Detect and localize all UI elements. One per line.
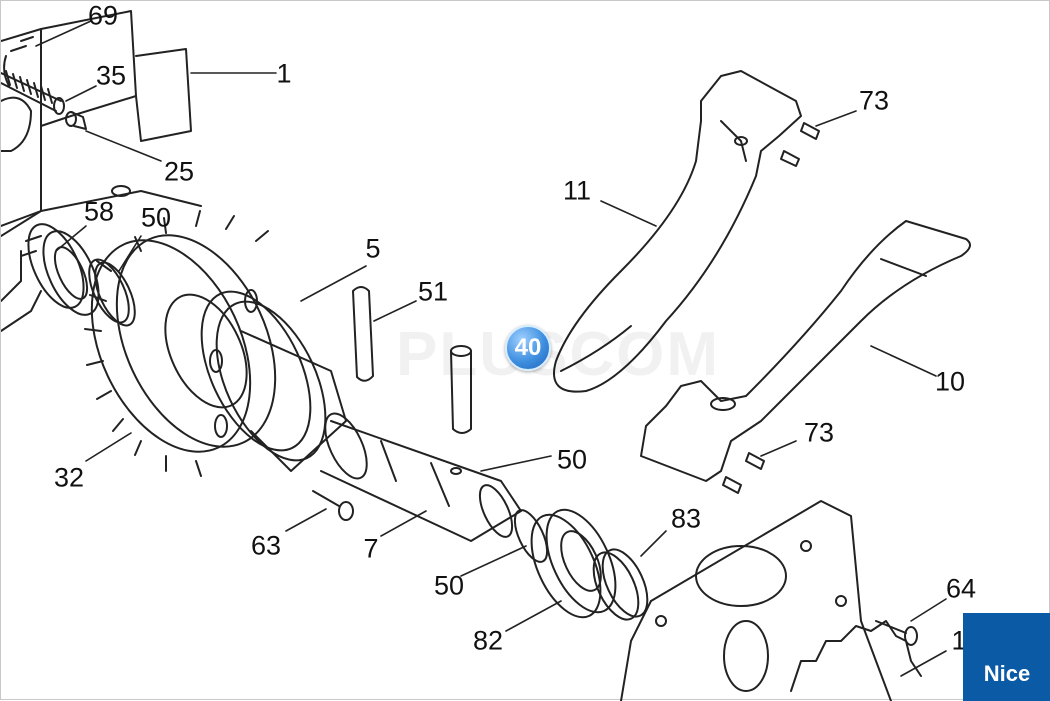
- callout-11: 11: [562, 175, 592, 206]
- key-51: [352, 286, 374, 382]
- callout-50-center: 50: [556, 444, 588, 475]
- callout-25: 25: [163, 156, 195, 187]
- callout-1: 1: [276, 58, 292, 89]
- callout-58: 58: [83, 196, 115, 227]
- circlip-50-center: [478, 484, 549, 563]
- screws-73: [722, 122, 820, 494]
- motor-housing: [1, 10, 202, 332]
- coupling: [200, 289, 347, 472]
- pin-40: [450, 345, 472, 434]
- ring-83: [592, 548, 649, 621]
- bearing-82: [530, 508, 617, 619]
- screw-64: [875, 620, 918, 646]
- callout-64: 64: [945, 573, 977, 604]
- callout-50-top: 50: [140, 202, 172, 233]
- callout-73-top: 73: [858, 85, 890, 116]
- shaft-7: [320, 412, 522, 542]
- callout-73-bottom: 73: [803, 417, 835, 448]
- callout-10: 10: [934, 366, 966, 397]
- gear-32: [84, 210, 277, 477]
- screw-63: [312, 490, 354, 521]
- callout-5: 5: [365, 233, 381, 264]
- callout-51: 51: [417, 276, 449, 307]
- callout-63: 63: [250, 530, 282, 561]
- spring-35: [1, 70, 65, 115]
- lever-11: [553, 70, 802, 393]
- nice-logo: Nice: [963, 613, 1050, 701]
- callout-82: 82: [472, 625, 504, 656]
- callout-7: 7: [363, 533, 379, 564]
- callout-83: 83: [670, 503, 702, 534]
- circlip-50-left: [88, 258, 136, 327]
- leader-lines: [35, 20, 947, 677]
- base-plate: [620, 500, 922, 701]
- watermark: PLUSCOM: [396, 320, 720, 389]
- callout-50-bottom: 50: [433, 570, 465, 601]
- hotspot-40-button[interactable]: 40: [505, 325, 551, 371]
- callout-1-bottom: 1: [951, 625, 967, 656]
- pin-25: [65, 111, 87, 130]
- callout-32: 32: [53, 462, 85, 493]
- callout-35: 35: [95, 60, 127, 91]
- lever-10: [640, 220, 971, 482]
- callout-69: 69: [87, 0, 119, 31]
